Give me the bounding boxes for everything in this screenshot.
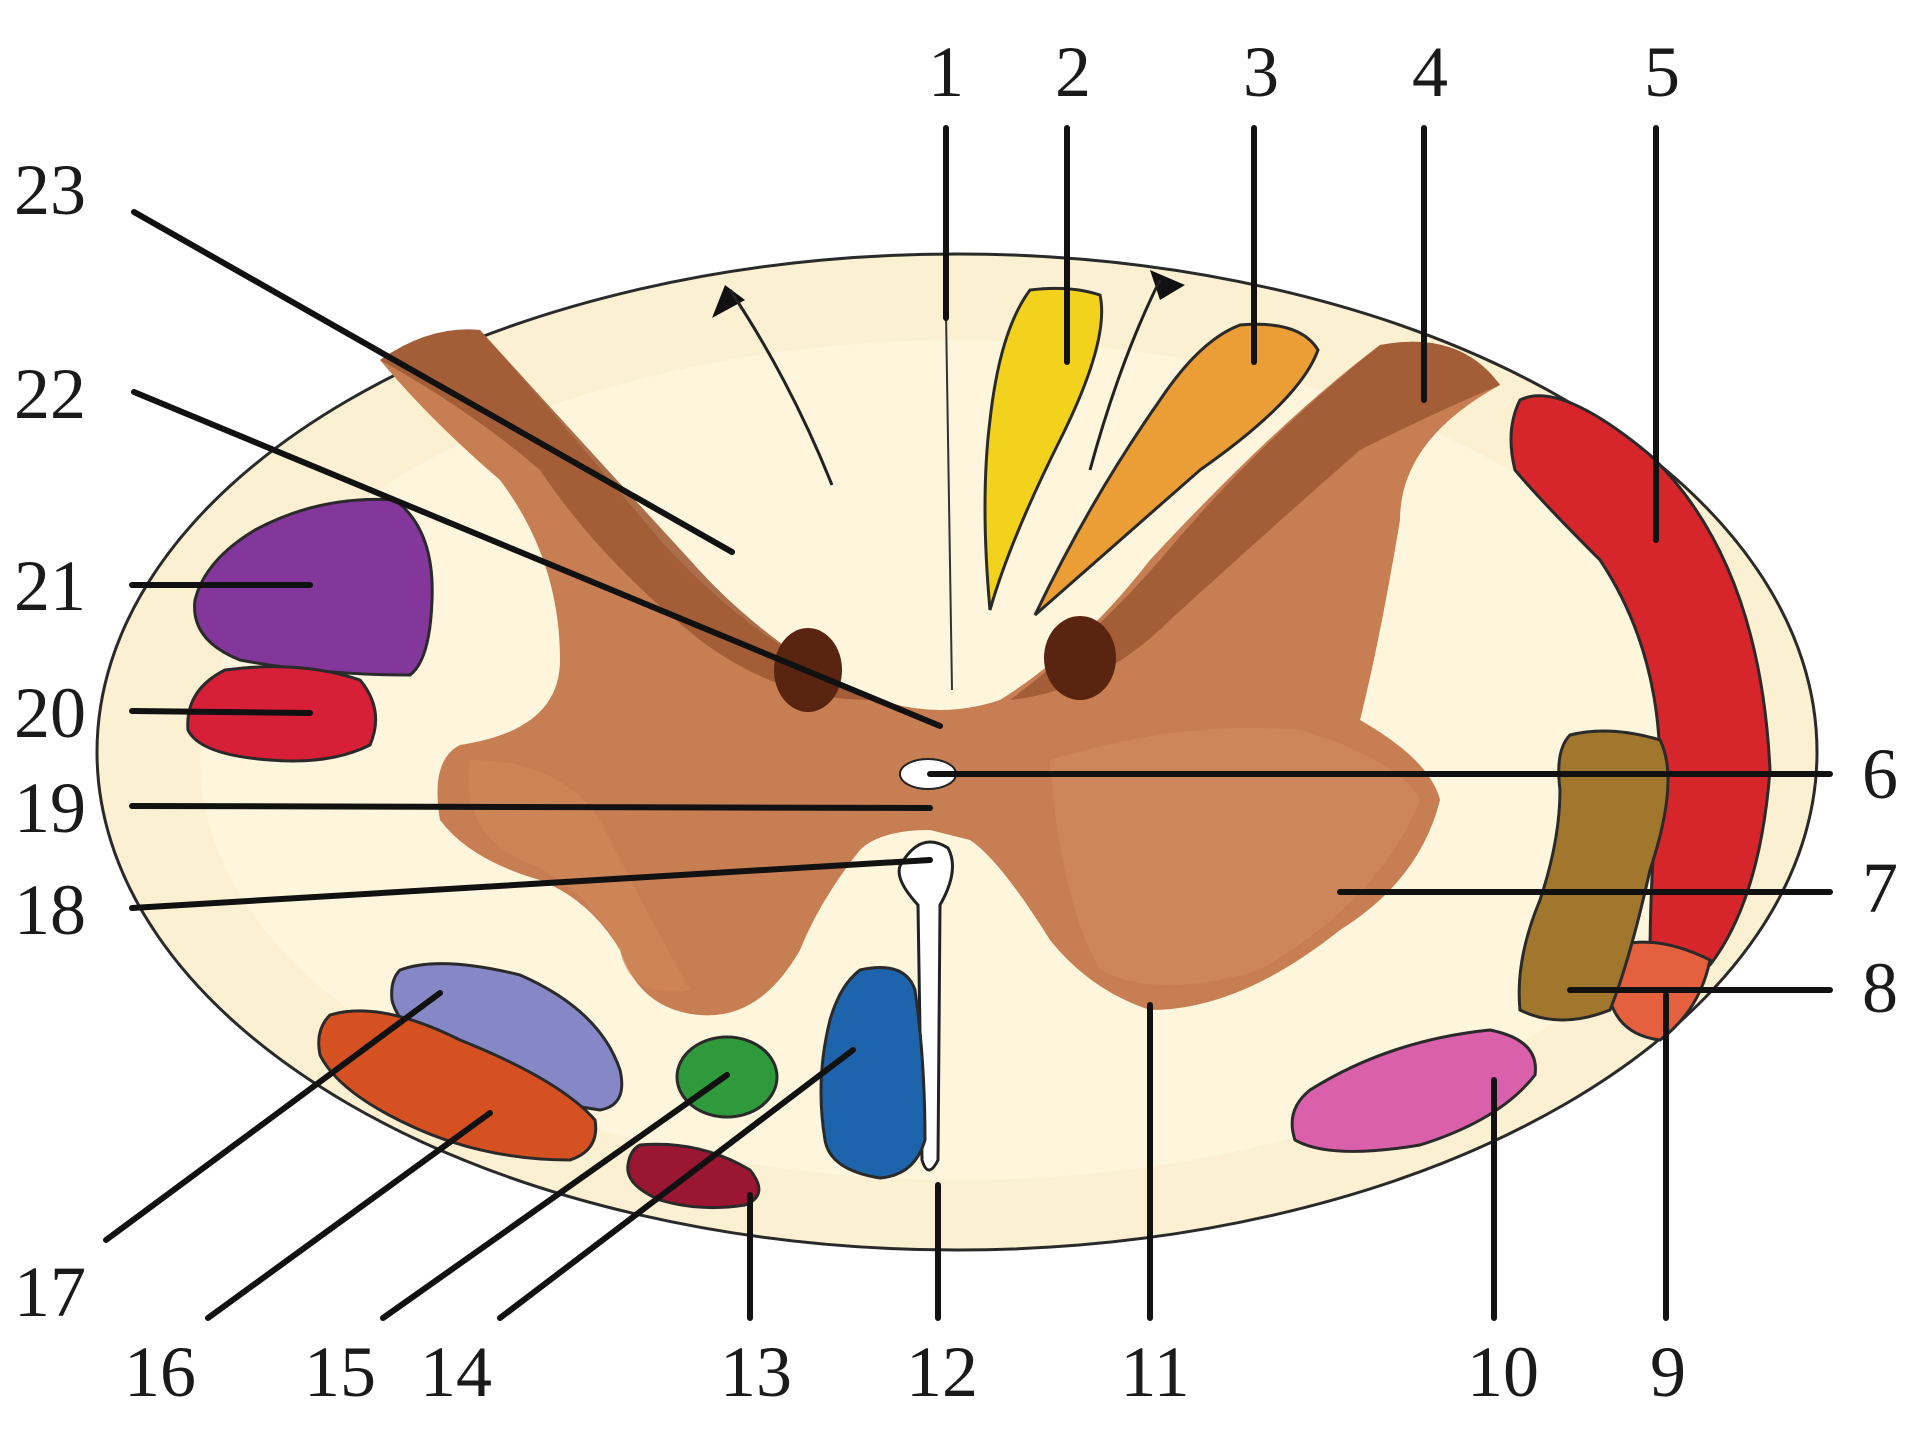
label-23: 23 <box>14 150 86 230</box>
dark-spot-right <box>1044 616 1116 700</box>
label-20: 20 <box>14 673 86 753</box>
label-3: 3 <box>1243 32 1279 112</box>
label-6: 6 <box>1862 734 1898 814</box>
label-10: 10 <box>1467 1332 1539 1412</box>
label-15: 15 <box>304 1332 376 1412</box>
leader-16 <box>208 1113 490 1318</box>
label-4: 4 <box>1412 32 1448 112</box>
label-8: 8 <box>1862 948 1898 1028</box>
label-22: 22 <box>14 354 86 434</box>
label-13: 13 <box>720 1332 792 1412</box>
label-18: 18 <box>14 870 86 950</box>
leader-19 <box>132 806 930 808</box>
label-21: 21 <box>14 546 86 626</box>
label-7: 7 <box>1862 848 1898 928</box>
label-12: 12 <box>906 1332 978 1412</box>
label-14: 14 <box>420 1332 492 1412</box>
label-17: 17 <box>14 1252 86 1332</box>
label-9: 9 <box>1650 1332 1686 1412</box>
label-16: 16 <box>124 1332 196 1412</box>
leader-20 <box>132 711 310 713</box>
label-11: 11 <box>1120 1332 1189 1412</box>
label-19: 19 <box>14 768 86 848</box>
tract-14-blue <box>821 968 925 1179</box>
label-5: 5 <box>1644 32 1680 112</box>
label-1: 1 <box>928 32 964 112</box>
label-2: 2 <box>1055 32 1091 112</box>
